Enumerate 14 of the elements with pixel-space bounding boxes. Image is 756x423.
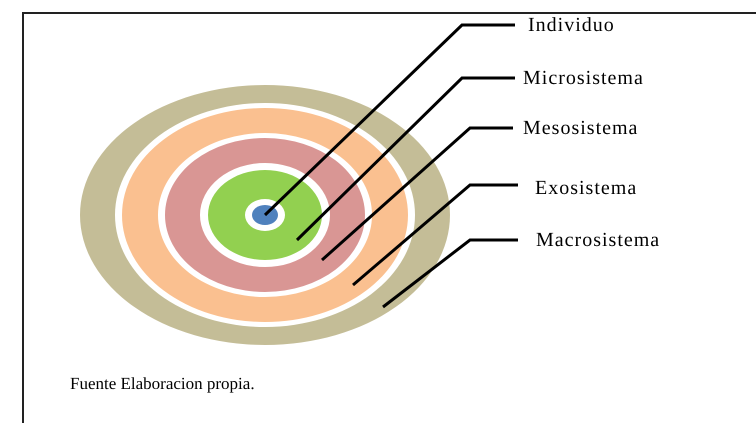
leader-line xyxy=(296,76,515,242)
ring-band xyxy=(80,85,450,345)
ring-label: Microsistema xyxy=(523,66,644,90)
center-disc xyxy=(252,205,278,225)
ring-label: Exosistema xyxy=(535,176,638,200)
caption: Fuente Elaboracion propia. xyxy=(70,374,255,394)
leader-line xyxy=(382,238,518,308)
ring-label: Individuo xyxy=(528,13,615,37)
leader-line xyxy=(264,24,515,216)
leader-line xyxy=(352,184,518,286)
ring-band xyxy=(208,170,322,260)
leader-line xyxy=(321,126,513,262)
ring-label: Mesosistema xyxy=(523,116,638,140)
ring-label: Macrosistema xyxy=(536,228,660,252)
